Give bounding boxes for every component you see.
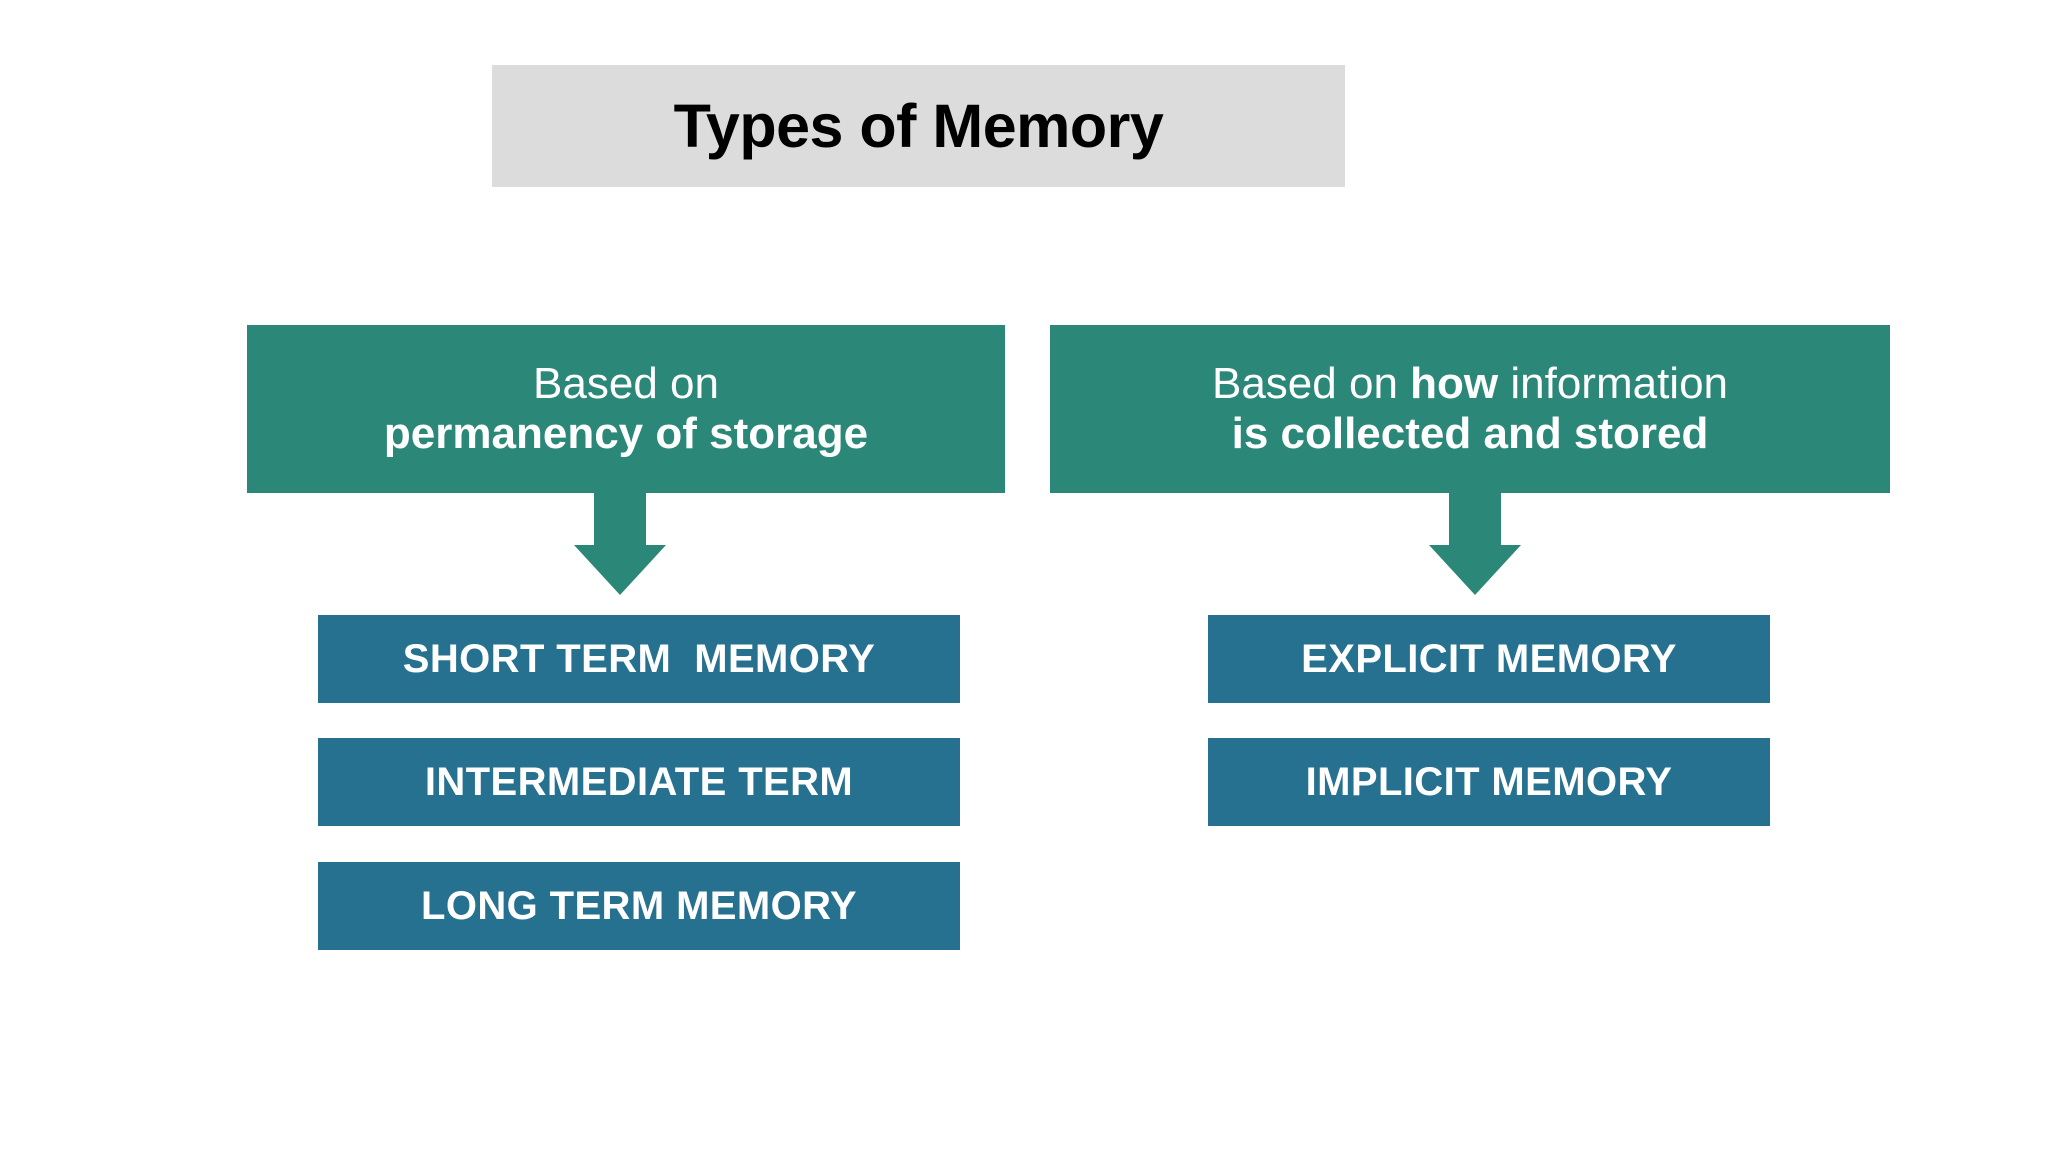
- down-arrow-icon-permanency: [574, 490, 666, 595]
- memory-type-intermediate-term-label: INTERMEDIATE TERM: [424, 759, 854, 804]
- memory-type-short-term-label: SHORT TERM MEMORY: [402, 636, 876, 681]
- memory-type-explicit[interactable]: EXPLICIT MEMORY: [1208, 615, 1770, 703]
- memory-type-short-term[interactable]: SHORT TERM MEMORY: [318, 615, 960, 703]
- category-header-permanency-line1: Based on: [533, 359, 719, 409]
- category-header-collection-line1-part-b: information: [1498, 359, 1729, 409]
- memory-type-implicit[interactable]: IMPLICIT MEMORY: [1208, 738, 1770, 826]
- category-header-collection-method-line1: Based on how information: [1212, 359, 1728, 409]
- category-header-permanency-line2: permanency of storage: [383, 409, 869, 458]
- memory-type-explicit-label: EXPLICIT MEMORY: [1301, 636, 1677, 681]
- category-header-collection-method-line2: is collected and stored: [1231, 409, 1709, 458]
- category-header-collection-line1-part-a: Based on: [1211, 359, 1411, 409]
- memory-type-long-term-label: LONG TERM MEMORY: [420, 883, 857, 928]
- memory-type-intermediate-term[interactable]: INTERMEDIATE TERM: [318, 738, 960, 826]
- page-title: Types of Memory: [673, 92, 1164, 160]
- page-title-box: Types of Memory: [492, 65, 1345, 187]
- category-header-permanency: Based on permanency of storage: [247, 325, 1005, 493]
- memory-type-long-term[interactable]: LONG TERM MEMORY: [318, 862, 960, 950]
- memory-type-implicit-label: IMPLICIT MEMORY: [1305, 759, 1673, 804]
- down-arrow-icon-collection-method: [1429, 490, 1521, 595]
- category-header-collection-line1-emphasis: how: [1410, 359, 1499, 409]
- category-header-collection-method: Based on how information is collected an…: [1050, 325, 1890, 493]
